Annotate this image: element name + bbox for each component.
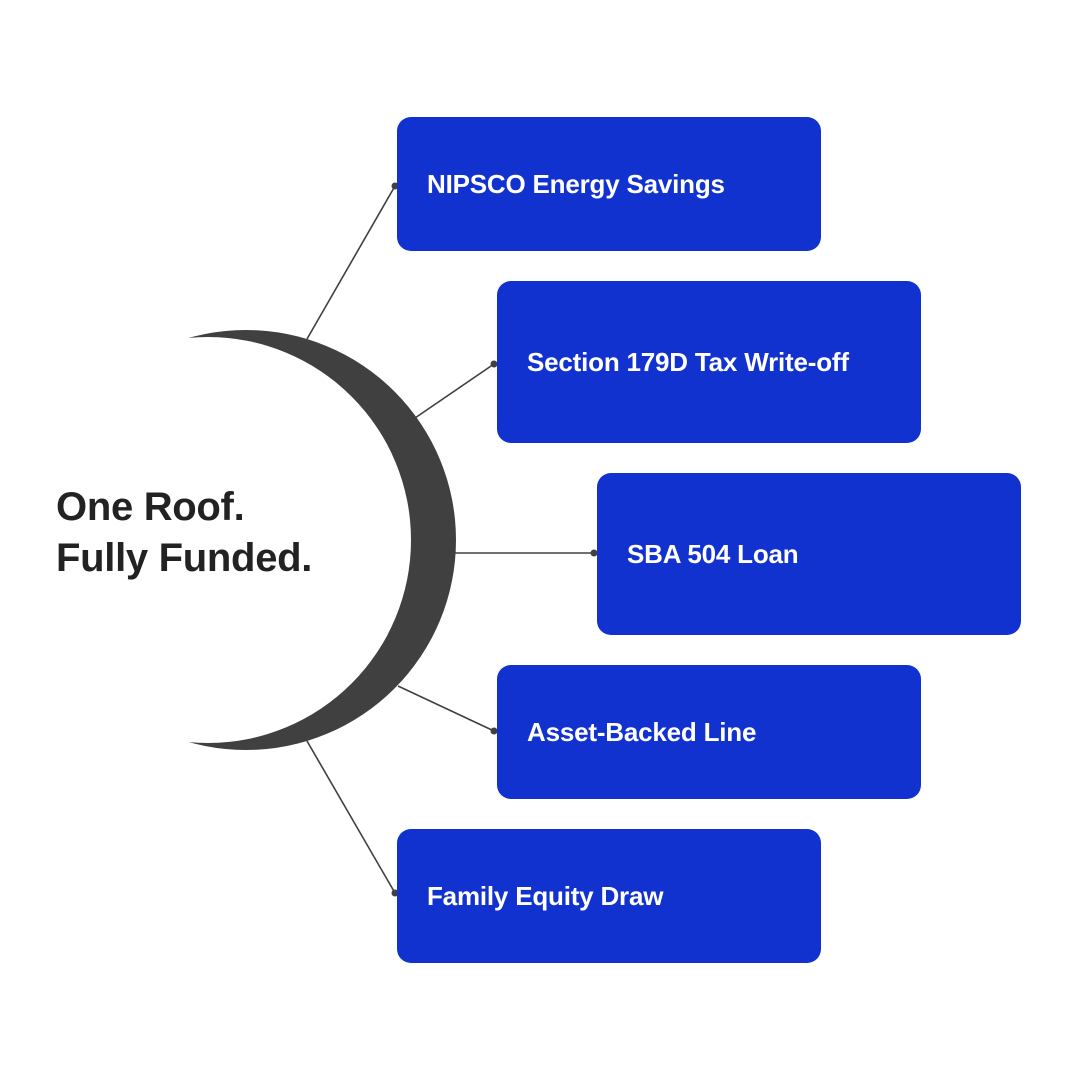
branch-label: NIPSCO Energy Savings — [427, 168, 725, 199]
headline-line-1: One Roof. — [56, 485, 245, 529]
branch-box-section-179d: Section 179D Tax Write-off — [497, 281, 921, 443]
branch-label: SBA 504 Loan — [627, 538, 799, 569]
connector-dot-3 — [590, 549, 598, 557]
branch-box-nipsco: NIPSCO Energy Savings — [397, 117, 821, 251]
branch-label: Section 179D Tax Write-off — [527, 346, 849, 377]
connector-line-5 — [306, 740, 396, 894]
headline: One Roof. Fully Funded. — [56, 482, 312, 584]
connector-line-1 — [306, 185, 396, 340]
branch-label: Asset-Backed Line — [527, 716, 757, 747]
connector-dot-5 — [391, 889, 399, 897]
branch-box-family-equity: Family Equity Draw — [397, 829, 821, 963]
connector-dot-2 — [490, 360, 498, 368]
connector-dot-1 — [391, 182, 399, 190]
headline-line-2: Fully Funded. — [56, 536, 313, 580]
connector-dot-4 — [490, 727, 498, 735]
branch-box-asset-backed: Asset-Backed Line — [497, 665, 921, 799]
branch-box-sba-504: SBA 504 Loan — [597, 473, 1021, 635]
branch-label: Family Equity Draw — [427, 880, 664, 911]
connector-line-4 — [397, 685, 495, 732]
crescent-shape — [36, 330, 456, 750]
connector-line-2 — [414, 363, 495, 419]
